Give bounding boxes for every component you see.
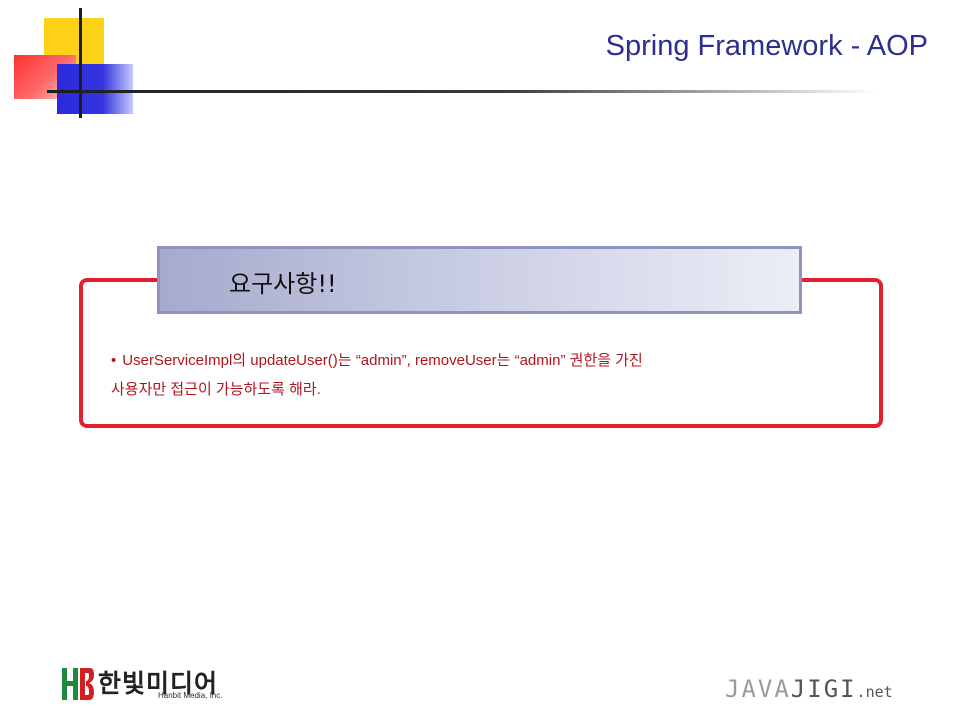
- title-underline: [47, 90, 877, 93]
- javajigi-java-text: JAVA: [725, 675, 791, 703]
- bullet-line-1-text: UserServiceImpl의 updateUser()는 “admin”, …: [122, 352, 643, 369]
- javajigi-net-text: .net: [856, 683, 893, 701]
- requirement-bullet: • UserServiceImpl의 updateUser()는 “admin”,…: [111, 346, 811, 404]
- javajigi-jigi-text: JIGI: [790, 675, 857, 703]
- hanbit-logo-icon: [62, 668, 94, 700]
- bullet-line-1: • UserServiceImpl의 updateUser()는 “admin”,…: [111, 346, 811, 375]
- section-header-text: 요구사항!!: [229, 270, 337, 298]
- publisher-english-name: Hanbit Media, Inc.: [158, 691, 223, 700]
- bullet-marker: •: [111, 352, 117, 369]
- section-header-box: 요구사항!!: [157, 246, 802, 314]
- publisher-korean-name: 한빛미디어: [98, 669, 219, 698]
- decor-blue-square: [57, 64, 133, 114]
- slide-title: Spring Framework - AOP: [605, 30, 928, 62]
- javajigi-logo: JAVAJIGI.net: [725, 675, 893, 703]
- decor-vertical-line: [79, 8, 82, 118]
- bullet-line-2: 사용자만 접근이 가능하도록 해라.: [111, 381, 321, 398]
